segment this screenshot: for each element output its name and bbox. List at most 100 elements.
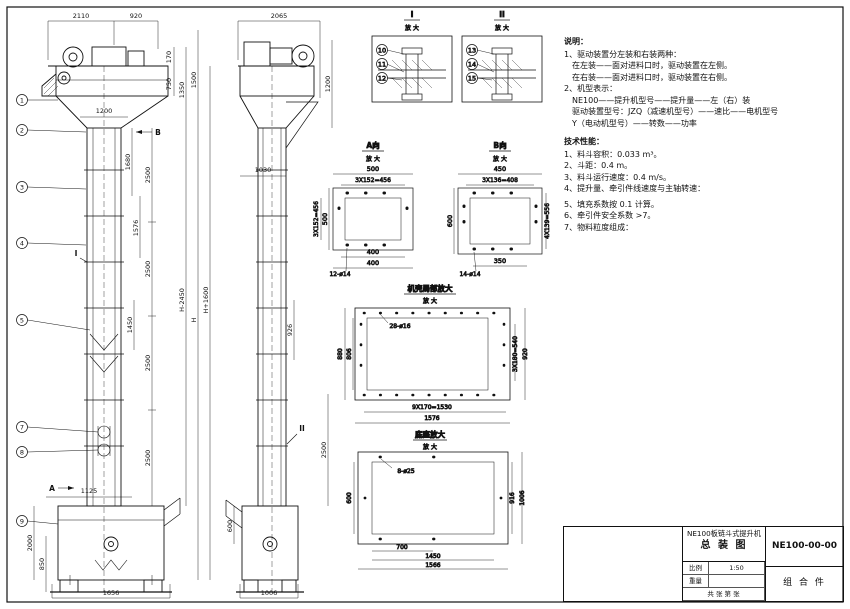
dim-label: 400 (367, 259, 379, 267)
detail-ii: II 放 大 13 14 15 (461, 10, 543, 103)
dim-label: 600 (446, 215, 454, 227)
dim-label: 600 (226, 520, 234, 532)
dim-label: 920 (522, 348, 529, 360)
tech-heading: 技术性能： (564, 137, 604, 146)
text-line: 1、驱动装置分左装和右装两种： (564, 49, 682, 59)
hole-callout: 8-ø25 (397, 468, 414, 475)
part-type: 组 合 件 (783, 578, 826, 588)
dim-label: 1350 (178, 82, 186, 99)
side-labels: 2065 1200 1030 926 2500 600 1006 II (226, 12, 332, 597)
dim-label: 850 (38, 558, 46, 570)
text-line: 在右装——面对进料口时，驱动装置在右侧。 (564, 72, 732, 82)
text-line: 6、牵引件安全系数 >7。 (564, 211, 656, 220)
dim-label: 1006 (519, 490, 526, 505)
front-balloons (16, 94, 152, 527)
dim-label: H-2450 (178, 288, 186, 312)
front-labels: 2110 920 170 750 1350 1500 1200 1680 157… (20, 12, 210, 597)
view-a-subtitle: 放 大 (366, 155, 380, 163)
balloon-label: 2 (20, 127, 24, 135)
dim-label: 500 (367, 165, 379, 173)
right-panel: 说明： 1、驱动装置分左装和右装两种： 在左装——面对进料口时，驱动装置在左侧。… (563, 0, 844, 609)
base-subtitle: 放 大 (423, 443, 437, 451)
notes-section: 说明： 1、驱动装置分左装和右装两种： 在左装——面对进料口时，驱动装置在左侧。… (564, 36, 843, 129)
dim-label: 1566 (425, 562, 440, 569)
casing-title: 机壳局部放大 (408, 283, 453, 293)
hole-callout: 28-ø16 (389, 323, 410, 330)
view-a: A向 放 大 500 3X152=456 500 3X152=456 400 4… (313, 140, 414, 278)
tech-lines-before: 1、料斗容积：0.033 m³。2、斗距：0.4 m。3、料斗运行速度：0.4 … (564, 149, 843, 195)
product-name: NE100板链斗式提升机 (687, 529, 761, 538)
dim-label: 2065 (271, 12, 288, 20)
dim-label: 9X170=1530 (412, 404, 452, 411)
product-title-cell: NE100板链斗式提升机 总 装 图 (683, 527, 765, 562)
dim-label: 1125 (81, 487, 98, 495)
text-line: 2、斗距：0.4 m。 (564, 161, 633, 170)
balloon-label: 10 (378, 47, 386, 55)
sheet-title: 总 装 图 (700, 540, 748, 551)
detail-i: I 放 大 10 11 12 (371, 10, 453, 103)
detail-i-title: I (411, 10, 414, 19)
title-block-right: NE100-00-00 组 合 件 (765, 527, 843, 601)
dim-label: 2000 (26, 535, 34, 552)
balloon-label: 5 (20, 317, 24, 325)
text-line: 1、料斗容积：0.033 m³。 (564, 149, 662, 159)
detail-i-subtitle: 放 大 (405, 24, 419, 32)
text-line: 驱动装置型号：JZQ（减速机型号）——速比——电机型号 (564, 107, 779, 116)
dim-label: 170 (165, 51, 173, 63)
text-line: NE100——提升机型号——提升量——左（右）装 (564, 95, 751, 105)
balloon-label: 1 (20, 97, 24, 105)
dim-label: 1656 (103, 589, 120, 597)
detail-ii-subtitle: 放 大 (495, 24, 509, 32)
sheet-border (6, 6, 844, 603)
balloon-label: 12 (378, 75, 386, 83)
view-mark-b: B (155, 128, 161, 137)
hole-callout: 14-ø14 (459, 271, 480, 278)
dim-label: 1200 (324, 76, 332, 93)
dim-label: 3X136=408 (482, 177, 518, 184)
view-mark-a: A (49, 484, 55, 493)
casing-detail: 机壳局部放大 放 大 28-ø16 880 806 3X180=540 920 … (337, 283, 529, 424)
dim-label: 2500 (144, 450, 152, 467)
casing-subtitle: 放 大 (423, 297, 437, 305)
dim-label: 806 (346, 348, 353, 360)
notes-lines: 1、驱动装置分左装和右装两种： 在左装——面对进料口时，驱动装置在左侧。 在右装… (564, 49, 843, 130)
dim-label: 920 (130, 12, 142, 20)
balloon-label: 11 (378, 61, 386, 69)
dim-label: 916 (509, 492, 516, 504)
balloon-label: 8 (20, 449, 24, 457)
dim-label: 4X139=556 (544, 203, 551, 239)
balloon-label: 13 (468, 47, 476, 55)
dim-label: 926 (286, 324, 294, 336)
scale-cells: 比例 1:50 重量 共 张 第 张 (683, 562, 765, 601)
dim-label: 1680 (124, 154, 132, 171)
dim-label: 700 (396, 544, 408, 551)
weight-label: 重量 (683, 575, 709, 588)
scale-label: 比例 (683, 562, 709, 575)
dim-label: 2500 (144, 355, 152, 372)
section-mark-i: I (75, 249, 78, 258)
dim-label: 3X180=540 (512, 336, 519, 372)
dim-label: 500 (321, 213, 329, 225)
dim-label: 450 (494, 165, 506, 173)
dim-label: 1576 (424, 415, 439, 422)
view-b-subtitle: 放 大 (493, 155, 507, 163)
dim-label: 400 (367, 248, 379, 256)
text-line: 2、机型表示： (564, 84, 618, 93)
dim-label: 1030 (255, 166, 272, 174)
text-line: 4、提升量、牵引件线速度与主轴转速： (564, 184, 706, 193)
dim-label: 3X152=456 (355, 177, 391, 184)
dim-label: H (190, 317, 198, 322)
dim-label: 1450 (425, 553, 440, 560)
balloon-label: 4 (20, 240, 24, 248)
dim-label: 1500 (190, 72, 198, 89)
base-title: 底座放大 (415, 429, 445, 439)
side-dimension-lines (233, 20, 333, 599)
scale-value: 1:50 (709, 562, 765, 575)
side-elevation-linework (225, 41, 319, 593)
dim-label: 2500 (144, 167, 152, 184)
dim-label: 2500 (144, 261, 152, 278)
front-elevation-linework (41, 46, 181, 593)
tech-lines-after: 5、填充系数按 0.1 计算。6、牵引件安全系数 >7。7、物料粒度组成： (564, 199, 843, 234)
